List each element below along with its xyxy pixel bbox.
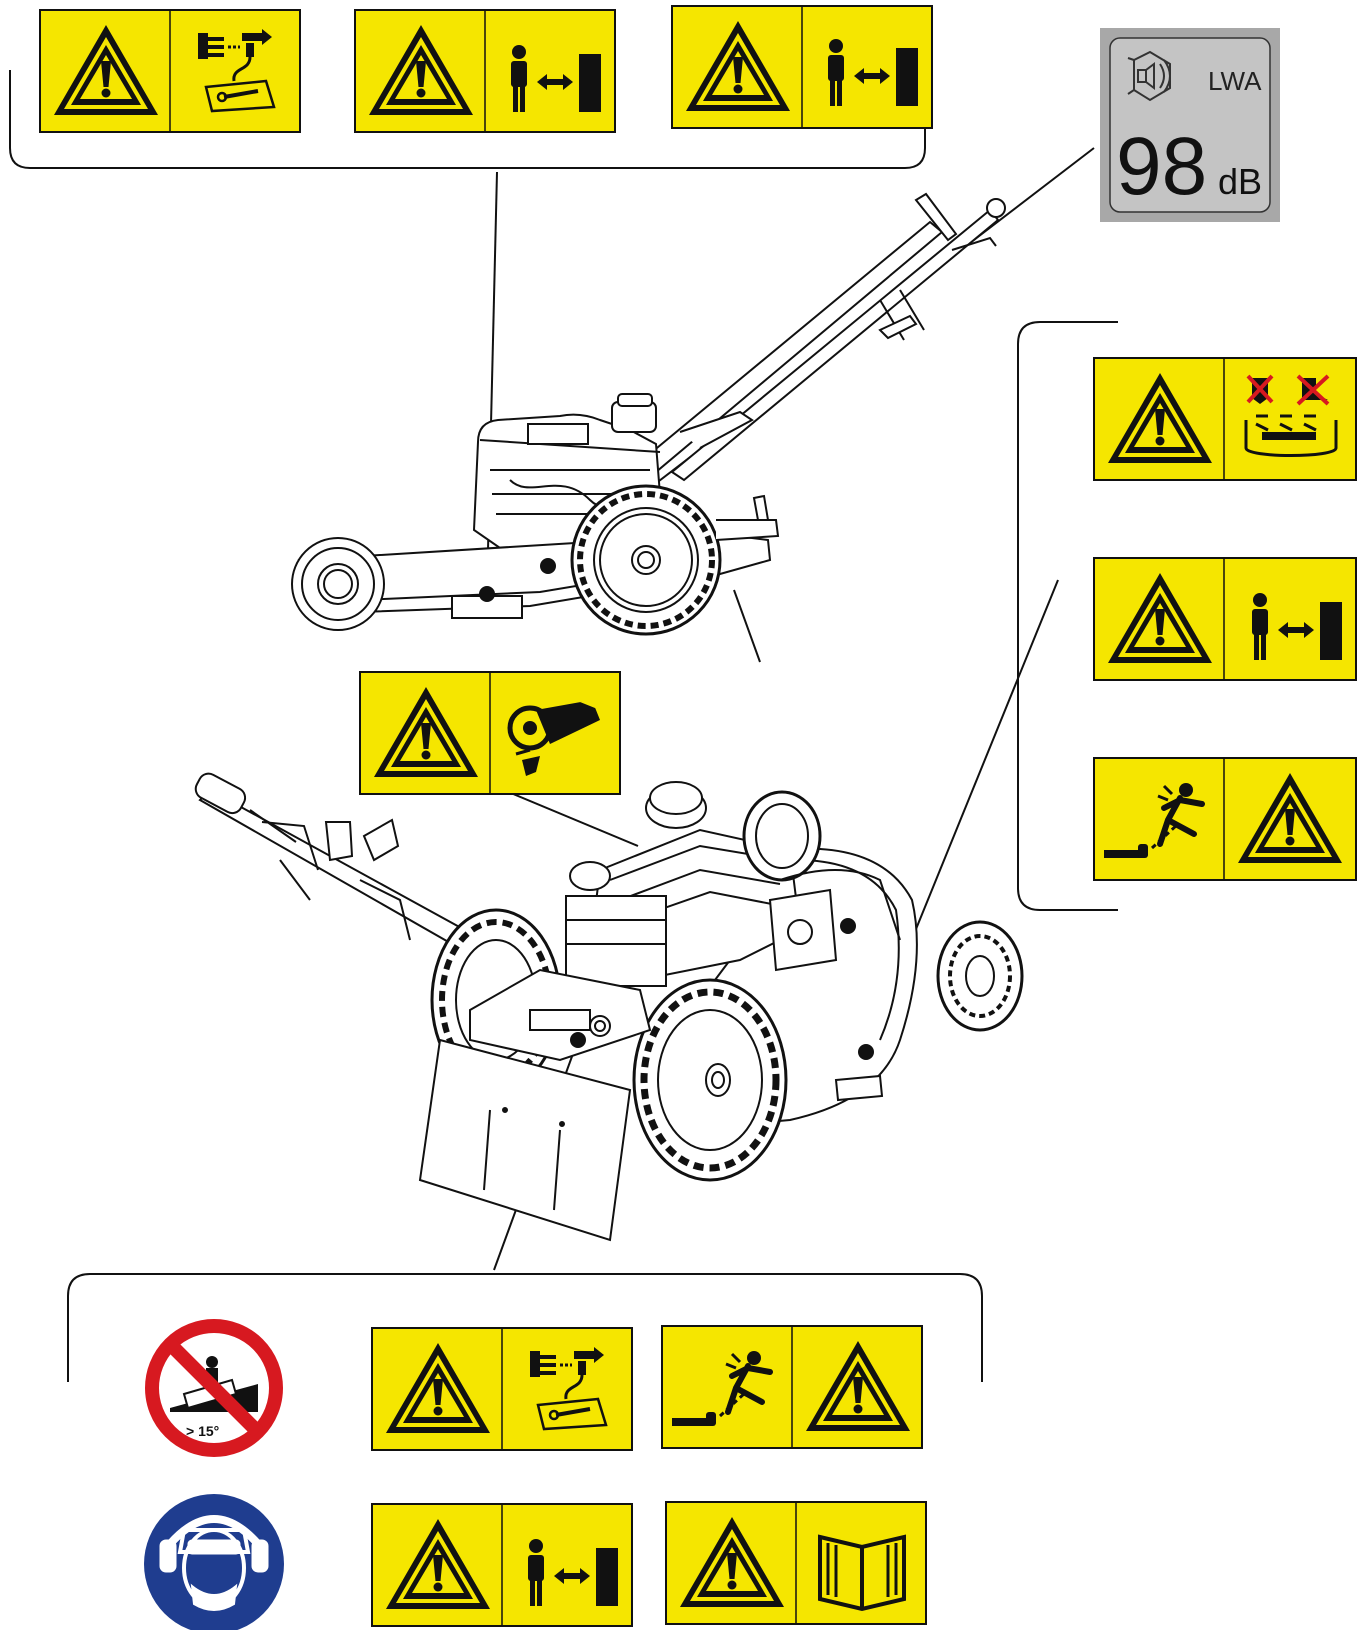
decal-middle-1 [359,671,621,795]
bracket-right [1017,321,1118,911]
ppe-sign [144,1494,284,1630]
callout-dot [858,1044,874,1060]
callout-dot [479,586,495,602]
decal-top-1 [39,9,301,133]
noise-level-label: LWA 98 dB [1100,28,1280,222]
decal-right-3 [1093,757,1357,881]
speaker-icon [1127,50,1171,102]
bracket-bottom [67,1273,983,1382]
noise-unit-label: LWA [1208,66,1262,96]
no-slope-sign: > 15° [145,1319,283,1457]
decal-right-2 [1093,557,1357,681]
decal-bottom-1 [371,1327,633,1451]
decal-bottom-2 [661,1325,923,1449]
mower-side-view [291,192,1006,636]
mower-rear-view [194,772,1024,1242]
decal-top-3 [671,5,933,129]
slope-label: > 15° [186,1423,219,1439]
decal-bottom-3 [371,1503,633,1627]
decal-right-1 [1093,357,1357,481]
decal-top-2 [354,9,616,133]
bracket-top [9,70,926,169]
callout-dot [840,918,856,934]
noise-value-unit: dB [1218,161,1262,202]
callout-dot [570,1032,586,1048]
noise-value: 98 [1116,121,1207,212]
wear-protection-icon [159,1515,269,1611]
callout-dot [540,558,556,574]
decal-bottom-4 [665,1501,927,1625]
